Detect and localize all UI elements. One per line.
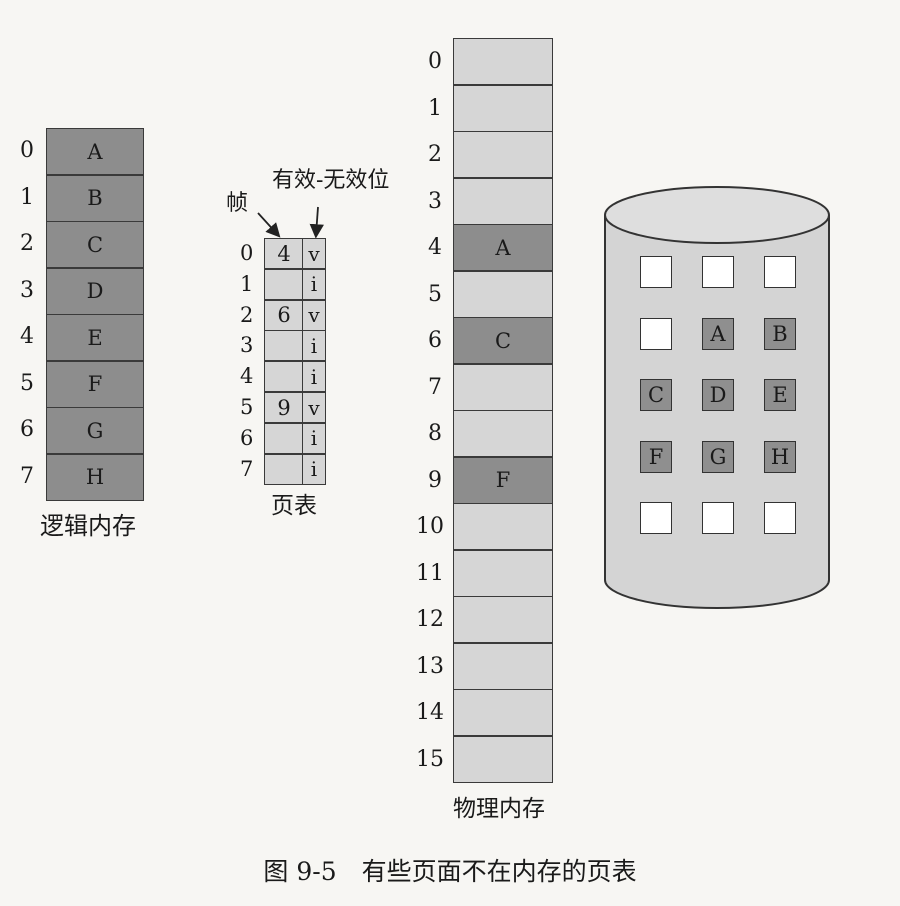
logical-index: 4 [20,324,34,349]
disk-page-slot [640,317,672,350]
disk-page-slot [764,256,796,288]
frame-index: 2 [428,142,442,167]
frame-index: 6 [428,328,442,353]
disk-page-slot [640,256,672,288]
frame-number-cell: 4 [264,238,304,269]
physical-frame-cell [453,503,553,550]
frame-index: 11 [416,560,444,586]
logical-page-cell: E [46,314,144,361]
valid-bit-cell: i [302,361,326,393]
logical-index: 1 [20,184,34,210]
frame-arrow [257,212,281,238]
physical-frame-cell [453,177,553,225]
logical-page-cell: H [46,453,144,501]
valid-invalid-label: 有效-无效位 [272,168,390,193]
label-arrows [257,206,324,239]
valid-bit-cell: v [302,238,326,269]
frame-index: 4 [428,235,442,260]
disk-page-slot: B [764,317,796,350]
frame-number-cell [264,361,304,393]
physical-frame-cell: F [453,456,553,504]
frame-number-cell [264,268,304,300]
disk-page-slot: G [702,440,734,473]
frame-index: 8 [428,421,442,446]
physical-frame-cell [453,735,553,783]
valid-bit-cell: i [302,268,326,300]
physical-frame-cell [453,84,553,132]
frame-number-cell: 9 [264,392,304,423]
disk-page-slot: D [702,379,734,411]
logical-index: 3 [20,277,34,303]
logical-memory-title: 逻辑内存 [40,512,136,540]
disk-page-slot: C [640,379,672,411]
frame-index: 13 [416,653,444,679]
page-table-index: 1 [240,271,254,296]
page-table-index: 5 [240,395,254,419]
page-table-index: 0 [240,241,254,265]
physical-frame-cell [453,410,553,457]
physical-frame-cell [453,642,553,690]
frame-index: 10 [416,514,444,539]
frame-number-cell: 6 [264,299,304,331]
frame-number-cell [264,330,304,362]
frame-index: 12 [416,607,444,632]
frame-number-cell [264,453,304,485]
valid-bit-cell: i [302,422,326,454]
logical-page-cell: B [46,174,144,222]
valid-bit-arrow [309,206,324,239]
disk-page-slot [702,256,734,288]
logical-index: 0 [20,138,34,163]
frame-index: 7 [428,374,442,400]
physical-frame-cell: A [453,224,553,271]
frame-index: 3 [428,188,442,214]
physical-frame-cell [453,596,553,643]
valid-bit-cell: v [302,392,326,423]
frame-index: 5 [428,281,442,307]
frame-label: 帧 [226,191,249,216]
frame-number-cell [264,422,304,454]
logical-index: 7 [20,463,34,489]
disk-page-slot: H [764,440,796,473]
disk-page-slot [764,502,796,534]
page-table-index: 6 [240,425,254,450]
physical-memory-title: 物理内存 [453,796,545,822]
frame-index: 1 [428,95,442,121]
logical-page-cell: G [46,407,144,454]
physical-frame-cell: C [453,317,553,364]
disk-page-slot: A [702,317,734,350]
page-table-index: 3 [240,333,254,358]
physical-frame-cell [453,689,553,736]
logical-page-cell: D [46,267,144,315]
disk-page-slot: E [764,379,796,411]
disk-page-slot [640,502,672,534]
logical-index: 2 [20,231,34,256]
valid-bit-cell: i [302,453,326,485]
figure-caption: 图 9-5 有些页面不在内存的页表 [263,857,637,886]
physical-frame-cell [453,549,553,597]
page-table-index: 7 [240,456,254,481]
logical-page-cell: F [46,360,144,408]
disk-page-slot [702,502,734,534]
page-table-index: 2 [240,302,254,327]
frame-index: 9 [428,467,442,493]
logical-index: 6 [20,417,34,442]
logical-index: 5 [20,370,34,396]
valid-bit-cell: v [302,299,326,331]
physical-frame-cell [453,38,553,85]
logical-page-cell: C [46,221,144,268]
frame-index: 15 [416,746,444,772]
physical-frame-cell [453,270,553,318]
physical-frame-cell [453,363,553,411]
physical-frame-cell [453,131,553,178]
page-table-index: 4 [240,364,254,389]
disk-page-slot: F [640,440,672,473]
logical-page-cell: A [46,128,144,175]
frame-index: 0 [428,49,442,74]
page-table-title: 页表 [271,493,317,519]
frame-index: 14 [416,700,444,725]
valid-bit-cell: i [302,330,326,362]
